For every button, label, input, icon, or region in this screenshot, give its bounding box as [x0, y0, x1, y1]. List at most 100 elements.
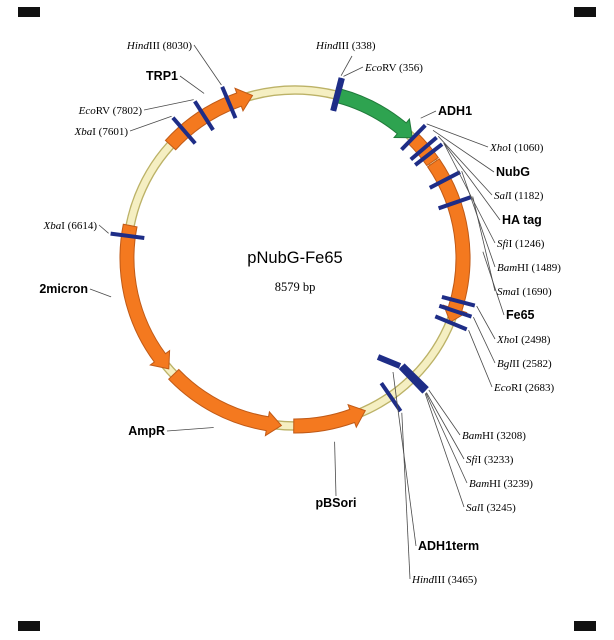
site-label-italic: Xba: [43, 220, 62, 232]
site-label-1489: BamHI (1489): [497, 262, 561, 274]
site-tick-2498: [441, 294, 476, 308]
crop-mark: [574, 621, 596, 631]
feature-trp1: [164, 87, 254, 151]
leader-line-trp1: [179, 75, 205, 94]
crop-mark: [18, 621, 40, 631]
crop-marks: [18, 7, 596, 631]
site-label-italic: Bam: [469, 478, 489, 490]
leader-line-site-7601: [129, 115, 172, 132]
feature-label-nubg: NubG: [496, 165, 530, 179]
leader-line-site-3233: [426, 392, 465, 460]
site-tick-2582: [438, 303, 473, 319]
leader-line-site-2582: [473, 317, 496, 364]
leader-line-site-2498: [476, 305, 496, 340]
site-label-1690: SmaI (1690): [497, 286, 552, 298]
site-label-italic: Xba: [74, 126, 93, 138]
site-label-rest: II (2582): [512, 358, 552, 370]
site-label-3233: SfiI (3233): [466, 454, 514, 466]
site-tick-3245: [398, 366, 426, 394]
site-tick-1182: [409, 135, 438, 162]
site-label-italic: Hind: [315, 40, 339, 52]
leader-line-2micron: [89, 288, 112, 298]
site-label-rest: I (1182): [508, 190, 544, 202]
site-label-italic: Eco: [493, 382, 512, 394]
leader-lines: [89, 44, 505, 580]
site-label-338: HindIII (338): [315, 40, 376, 52]
site-tick-1489: [428, 170, 461, 190]
feature-label-adh1term: ADH1term: [418, 539, 479, 553]
feature-label-ha-tag: HA tag: [502, 213, 542, 227]
site-label-3465: HindIII (3465): [411, 574, 477, 586]
site-label-italic: Bam: [497, 262, 517, 274]
site-label-italic: Sma: [497, 286, 516, 298]
feature-pbsori: [293, 403, 367, 434]
site-label-rest: RV (356): [382, 62, 423, 74]
leader-line-site-3465: [401, 412, 411, 580]
site-label-rest: I (2498): [515, 334, 551, 346]
site-label-rest: I (3245): [480, 502, 516, 514]
leader-line-site-7802: [143, 99, 194, 111]
site-tick-7802: [193, 100, 215, 132]
site-label-1182: SalI (1182): [494, 190, 544, 202]
plasmid-size: 8579 bp: [275, 280, 316, 294]
site-label-1060: XhoI (1060): [489, 142, 544, 154]
leader-line-pbsori: [334, 441, 337, 497]
site-label-rest: RI (2683): [511, 382, 554, 394]
site-tick-338: [330, 77, 343, 112]
site-label-italic: Bam: [462, 430, 482, 442]
site-label-rest: RV (7802): [96, 105, 143, 117]
leader-line-adh1: [420, 110, 437, 119]
site-label-rest: HI (1489): [517, 262, 561, 274]
leader-line-site-3245: [424, 393, 465, 508]
site-label-italic: Eco: [364, 62, 383, 74]
site-label-2582: BglII (2582): [497, 358, 552, 370]
site-label-italic: Sal: [466, 502, 480, 514]
site-label-rest: I (1690): [516, 286, 552, 298]
feature-label-ampr: AmpR: [128, 424, 165, 438]
site-label-3239: BamHI (3239): [469, 478, 533, 490]
restriction-ticks: [110, 77, 476, 413]
site-tick-1060: [400, 123, 427, 151]
feature-adh1: [336, 88, 413, 139]
crop-mark: [574, 7, 596, 17]
site-label-rest: I (7601): [92, 126, 128, 138]
site-label-italic: Bgl: [497, 358, 512, 370]
site-label-3208: BamHI (3208): [462, 430, 526, 442]
site-tick-1246: [413, 142, 444, 167]
leader-line-site-1690: [472, 196, 496, 292]
feature-2micron: [119, 223, 171, 370]
site-label-italic: Sfi: [497, 238, 509, 250]
site-tick-356: [332, 77, 345, 112]
site-label-7802: EcoRV (7802): [78, 105, 143, 117]
site-label-2683: EcoRI (2683): [493, 382, 555, 394]
site-tick-6614: [110, 231, 145, 240]
site-label-7601: XbaI (7601): [74, 126, 129, 138]
site-label-8030: HindIII (8030): [126, 40, 192, 52]
site-label-italic: Hind: [126, 40, 150, 52]
site-label-rest: I (6614): [61, 220, 97, 232]
site-label-rest: I (3233): [478, 454, 514, 466]
feature-label-adh1: ADH1: [438, 104, 472, 118]
leader-line-ampr: [166, 427, 214, 432]
site-label-rest: I (1060): [508, 142, 544, 154]
site-label-1246: SfiI (1246): [497, 238, 545, 250]
feature-label-trp1: TRP1: [146, 69, 178, 83]
leader-line-nubg: [432, 129, 495, 173]
site-tick-2683: [434, 314, 468, 332]
leader-line-adh1term: [392, 371, 417, 547]
site-label-356: EcoRV (356): [364, 62, 423, 74]
leader-line-site-1182: [437, 135, 493, 196]
site-label-italic: Xho: [489, 142, 508, 154]
site-label-italic: Eco: [78, 105, 97, 117]
feature-label-2micron: 2micron: [39, 282, 88, 296]
site-label-italic: Hind: [411, 574, 435, 586]
site-tick-8030: [220, 86, 238, 119]
site-label-rest: III (338): [338, 40, 376, 52]
leader-line-site-3239: [425, 392, 468, 484]
site-label-rest: III (8030): [149, 40, 192, 52]
site-label-rest: I (1246): [509, 238, 545, 250]
site-label-italic: Sal: [494, 190, 508, 202]
leader-line-ha-tag: [444, 143, 501, 221]
feature-ampr: [167, 368, 283, 437]
